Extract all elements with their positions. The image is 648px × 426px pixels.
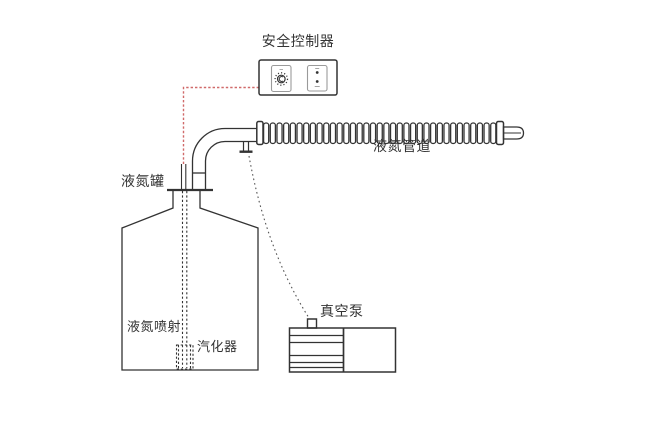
hose-rings xyxy=(264,123,496,144)
sensor-tube xyxy=(182,164,186,190)
vacuum-pump-body xyxy=(290,319,396,372)
dial-knob-icon xyxy=(275,70,287,86)
injection-label: 液氮喷射 xyxy=(127,320,182,335)
vaporizer-outline xyxy=(177,345,194,369)
indicator-dots-icon xyxy=(314,68,320,87)
pump-fins xyxy=(290,336,344,368)
hose-end-collar xyxy=(497,122,504,145)
knob-dial-panel xyxy=(272,66,292,92)
corrugated-hose xyxy=(257,122,524,145)
hose-end-connector xyxy=(504,127,524,139)
dip-tube xyxy=(183,191,187,368)
vaporizer-label: 汽化器 xyxy=(197,340,238,355)
signal-wire xyxy=(184,88,260,165)
elbow-pipe xyxy=(193,129,258,190)
controller-label: 安全控制器 xyxy=(261,34,335,50)
pump-inlet-port xyxy=(308,319,317,328)
tank-label: 液氮罐 xyxy=(121,174,165,190)
indicator-panel xyxy=(308,66,328,92)
tank-outline xyxy=(122,190,258,370)
tee-fitting xyxy=(240,142,253,152)
pump-label: 真空泵 xyxy=(320,304,364,320)
pipeline-label: 液氮管道 xyxy=(373,139,431,155)
